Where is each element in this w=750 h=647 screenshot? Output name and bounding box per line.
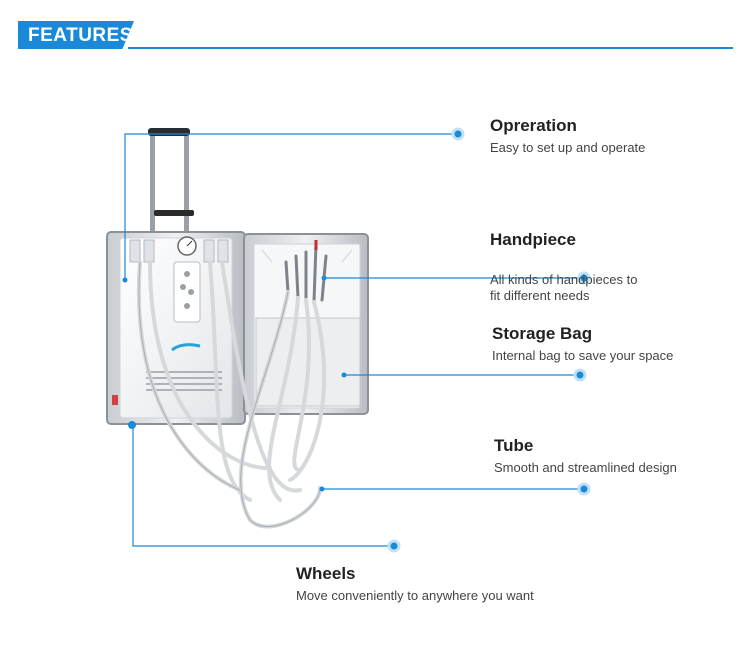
feature-tube-desc: Smooth and streamlined design bbox=[494, 460, 677, 475]
callout-lines bbox=[124, 133, 584, 547]
feature-wheels: Wheels Move conveniently to anywhere you… bbox=[296, 564, 534, 604]
feature-handpiece-desc: All kinds of handpieces to fit different… bbox=[490, 272, 638, 303]
feature-wheels-desc: Move conveniently to anywhere you want bbox=[296, 588, 534, 603]
feature-handpiece-title: Handpiece bbox=[490, 230, 576, 249]
feature-storage-bag-title: Storage Bag bbox=[492, 324, 593, 343]
feature-operation-title: Opreration bbox=[490, 116, 577, 135]
feature-handpiece: Handpiece All kinds of handpieces to fit… bbox=[490, 212, 637, 322]
feature-wheels-title: Wheels bbox=[296, 564, 356, 583]
feature-operation: Opreration Easy to set up and operate bbox=[490, 116, 645, 156]
feature-tube: Tube Smooth and streamlined design bbox=[494, 436, 677, 476]
features-banner: FEATURES bbox=[18, 21, 134, 49]
feature-storage-bag-desc: Internal bag to save your space bbox=[492, 348, 674, 363]
case-left bbox=[106, 231, 246, 429]
trolley-handle bbox=[148, 128, 194, 236]
header-divider bbox=[128, 47, 733, 49]
feature-storage-bag: Storage Bag Internal bag to save your sp… bbox=[492, 324, 673, 364]
features-heading: FEATURES bbox=[28, 25, 133, 46]
callout-dots bbox=[122, 127, 591, 553]
feature-tube-title: Tube bbox=[494, 436, 534, 455]
feature-operation-desc: Easy to set up and operate bbox=[490, 140, 646, 155]
